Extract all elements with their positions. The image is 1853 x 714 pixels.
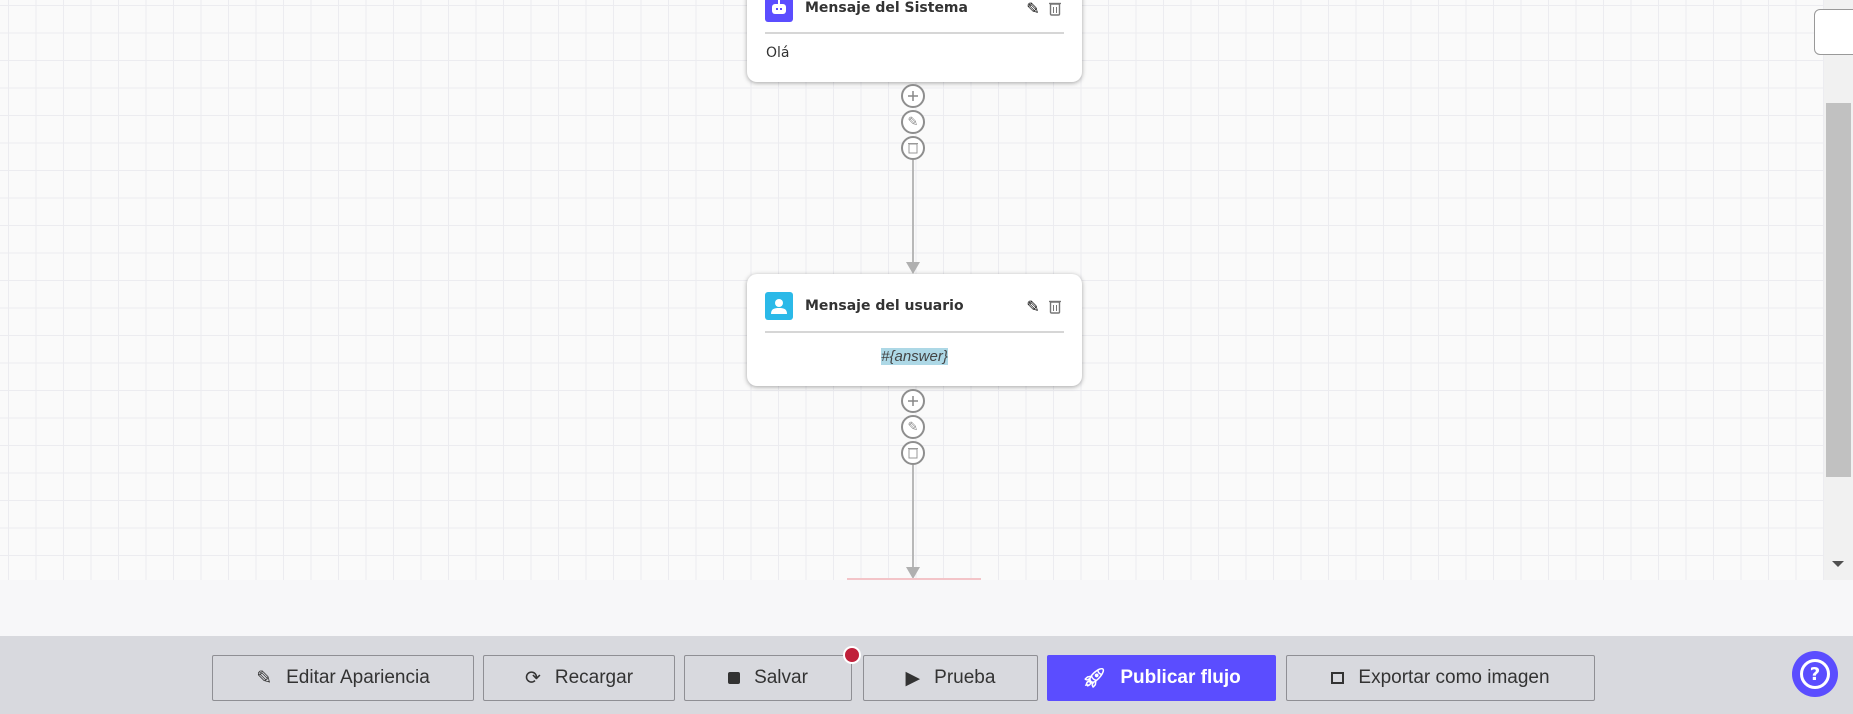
node-title: Mensaje del Sistema: [805, 0, 968, 16]
delete-node-icon[interactable]: [1046, 0, 1064, 17]
bottom-toolbar: ✎Editar Apariencia ⟳Recargar Salvar ▶Pru…: [0, 636, 1853, 714]
add-node-button[interactable]: [901, 84, 925, 108]
connector-arrow: [906, 567, 920, 579]
play-icon: ▶: [905, 667, 921, 689]
scrollbar-thumb[interactable]: [1826, 103, 1851, 477]
node-system-message[interactable]: Mensaje del Sistema ✎ Olá: [747, 0, 1082, 82]
delete-connection-button[interactable]: [901, 136, 925, 160]
edit-node-icon[interactable]: ✎: [1026, 0, 1040, 18]
export-image-button[interactable]: Exportar como imagen: [1286, 655, 1595, 701]
node-variable-text: #{answer}: [881, 348, 948, 365]
node-title: Mensaje del usuario: [805, 298, 964, 314]
vertical-scrollbar[interactable]: [1824, 0, 1853, 580]
user-icon: [765, 292, 793, 320]
minimap-toggle[interactable]: [1814, 9, 1853, 55]
connector-line: [912, 160, 914, 264]
rocket-icon: 🚀︎: [1082, 668, 1107, 689]
delete-node-icon[interactable]: [1046, 297, 1064, 315]
help-button[interactable]: ?: [1792, 651, 1838, 697]
node-divider: [765, 331, 1064, 333]
test-button[interactable]: ▶Prueba: [863, 655, 1038, 701]
reload-button[interactable]: ⟳Recargar: [483, 655, 675, 701]
add-node-button[interactable]: [901, 389, 925, 413]
next-node-edge: [847, 578, 981, 580]
unsaved-changes-dot: [843, 646, 861, 664]
robot-icon: [765, 0, 793, 22]
edit-node-icon[interactable]: ✎: [1026, 296, 1040, 316]
node-divider: [765, 32, 1064, 34]
edit-connection-button[interactable]: ✎: [901, 415, 925, 439]
node-user-message[interactable]: Mensaje del usuario ✎ #{answer}: [747, 274, 1082, 386]
delete-connection-button[interactable]: [901, 441, 925, 465]
save-button[interactable]: Salvar: [684, 655, 852, 701]
save-icon: [728, 672, 741, 684]
scroll-down-arrow[interactable]: [1832, 561, 1844, 567]
flow-canvas[interactable]: Mensaje del Sistema ✎ Olá ✎ Mensaje del …: [0, 0, 1824, 580]
connector-line: [912, 465, 914, 569]
edit-appearance-button[interactable]: ✎Editar Apariencia: [212, 655, 474, 701]
image-icon: [1331, 672, 1345, 684]
publish-flow-button[interactable]: 🚀︎Publicar flujo: [1047, 655, 1276, 701]
node-text: Olá: [766, 45, 790, 61]
question-icon: ?: [1800, 659, 1830, 689]
refresh-icon: ⟳: [524, 667, 541, 689]
edit-icon: ✎: [256, 667, 273, 689]
connector-arrow: [906, 262, 920, 274]
edit-connection-button[interactable]: ✎: [901, 110, 925, 134]
